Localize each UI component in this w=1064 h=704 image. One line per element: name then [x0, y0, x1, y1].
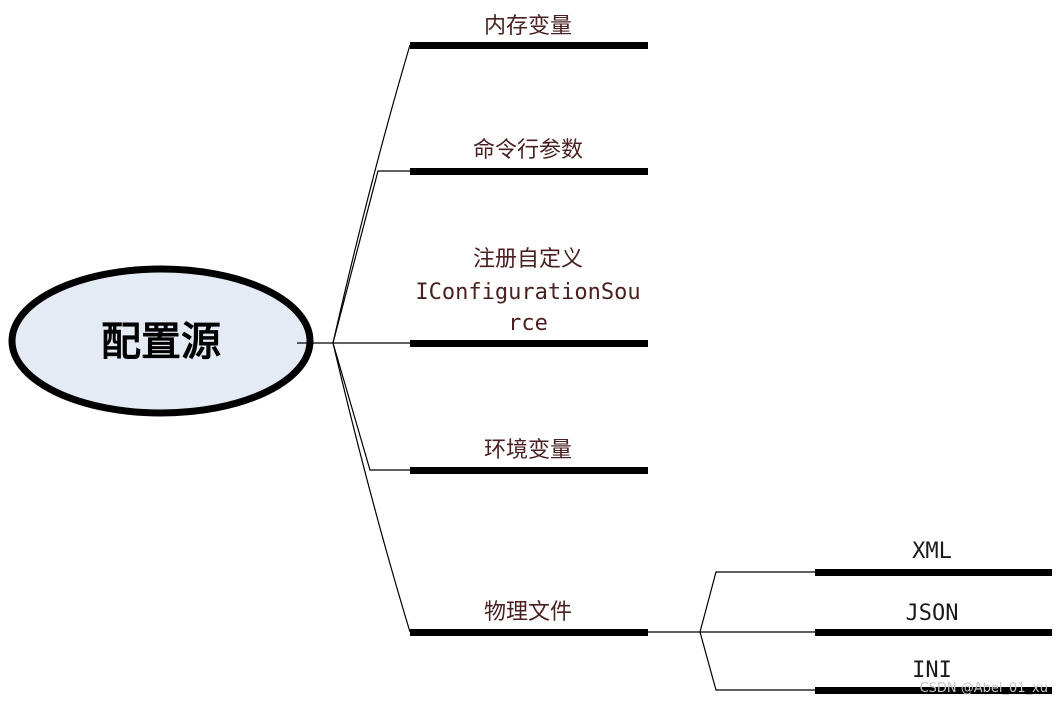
branch-bar-env [410, 467, 648, 474]
file-connector-xml [699, 571, 815, 633]
branch-label-memory: 内存变量 [484, 14, 572, 39]
branch-connector-2 [332, 170, 410, 344]
branch-bars [410, 42, 1052, 694]
branch-connector-4 [332, 342, 410, 471]
leaf-bar-xml [815, 569, 1052, 576]
file-connector-ini [699, 631, 815, 691]
branch-label-file: 物理文件 [484, 600, 572, 625]
branch-connector-1 [332, 44, 411, 344]
leaf-label-json: JSON [906, 601, 959, 626]
branch-label-env: 环境变量 [484, 438, 572, 463]
root-label: 配置源 [101, 318, 221, 365]
branch-bar-file [410, 629, 648, 636]
root-node: 配置源 [8, 265, 314, 417]
root-ellipse [8, 265, 314, 417]
watermark: CSDN @Abel_01_xu [920, 681, 1048, 696]
leaf-label-ini: INI [912, 658, 952, 683]
branch-bar-cmdline [410, 168, 648, 175]
branch-label-custom-line3: rce [508, 311, 548, 336]
branch-label-cmdline: 命令行参数 [473, 138, 583, 163]
branch-bar-memory [410, 42, 648, 49]
branch-labels: 内存变量 命令行参数 注册自定义 IConfigurationSou rce 环… [415, 14, 640, 625]
branch-connector-5 [332, 342, 411, 633]
leaf-labels: XML JSON INI [906, 539, 959, 683]
leaf-bar-json [815, 629, 1052, 636]
leaf-bar-ini [815, 687, 1052, 694]
leaf-label-xml: XML [912, 539, 952, 564]
branch-label-custom-line1: 注册自定义 [473, 247, 583, 272]
branch-label-custom-line2: IConfigurationSou [415, 280, 640, 305]
branch-bar-custom [410, 340, 648, 347]
connectors [297, 44, 815, 691]
